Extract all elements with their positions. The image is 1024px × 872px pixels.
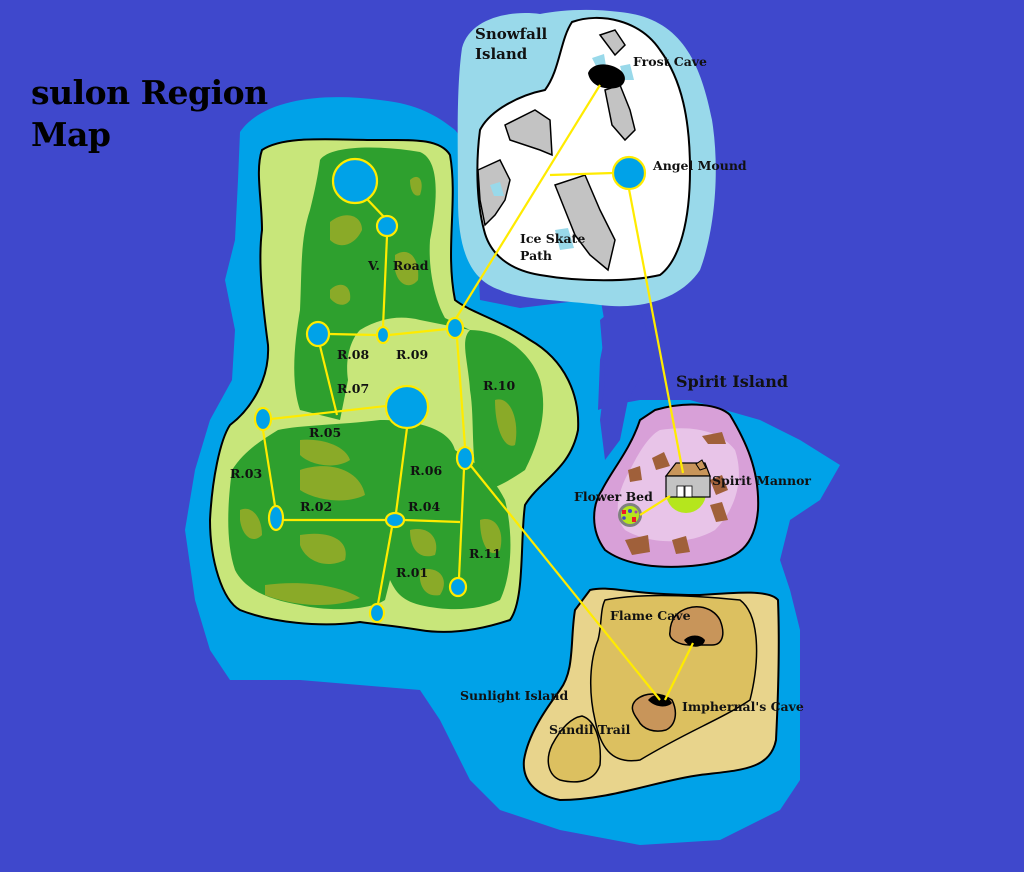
- ice-skate-path-label: Ice Skate Path: [520, 231, 585, 263]
- route-paths: [261, 84, 694, 701]
- snowfall-island: [476, 16, 692, 282]
- flower-blue: [622, 516, 626, 520]
- flower-bed[interactable]: [618, 503, 642, 527]
- node-v-road-top[interactable]: [375, 214, 399, 238]
- ice-skate-line2: Path: [520, 248, 553, 263]
- sunlight-island-label: Sunlight Island: [460, 688, 569, 703]
- flower-red: [632, 517, 636, 522]
- spirit-island-label: Spirit Island: [676, 372, 789, 391]
- spirit-rocks: [625, 432, 728, 555]
- imphernals-cave-label: Imphernal's Cave: [682, 699, 804, 714]
- route-label-r10: R.10: [483, 378, 516, 393]
- flower-purple: [634, 510, 638, 514]
- flower-red: [622, 510, 626, 514]
- node-r05-west[interactable]: [253, 406, 273, 432]
- forest-north: [294, 147, 470, 420]
- mannor-door-right: [684, 485, 693, 498]
- route-label-r08: R.08: [337, 347, 370, 362]
- route-label-r04: R.04: [408, 499, 441, 514]
- node-r02-west[interactable]: [267, 504, 285, 532]
- snowfall-island-label: Snowfall Island: [475, 24, 547, 64]
- flower-bed-grass: [621, 506, 639, 524]
- frost-cave-label: Frost Cave: [633, 54, 708, 69]
- node-r10-south[interactable]: [455, 445, 475, 471]
- map-title-line2: Map: [31, 115, 111, 154]
- ice-skate-line1: Ice Skate: [520, 231, 586, 246]
- node-v-road-bottom[interactable]: [375, 325, 391, 345]
- route-label-r09: R.09: [396, 347, 429, 362]
- sandil-trail-label: Sandil Trail: [549, 722, 631, 737]
- route-label-r07: R.07: [337, 381, 370, 396]
- node-central-lake[interactable]: [384, 384, 430, 430]
- sandil-trail-area: [547, 715, 602, 783]
- flower-bed-label: Flower Bed: [574, 489, 653, 504]
- route-label-r05: R.05: [309, 425, 342, 440]
- snow-ice-patches: [490, 54, 634, 250]
- route-label-r06: R.06: [410, 463, 443, 478]
- route-label-r11: R.11: [469, 546, 502, 561]
- flame-cave-entrance: [684, 635, 705, 647]
- node-angel-mound[interactable]: [611, 155, 647, 191]
- flower-blue: [628, 509, 632, 513]
- snowfall-label-line2: Island: [475, 45, 528, 63]
- mannor-chimney: [695, 459, 707, 471]
- route-label-r03: R.03: [230, 466, 263, 481]
- deep-inlet: [600, 310, 660, 460]
- node-r01-south[interactable]: [368, 602, 386, 624]
- forest-south: [228, 420, 511, 610]
- mannor-door-left: [676, 485, 685, 498]
- node-west-junction[interactable]: [305, 320, 331, 348]
- spirit-mannor-label: Spirit Mannor: [712, 473, 812, 488]
- route-label-r02: R.02: [300, 499, 333, 514]
- snow-mountains: [477, 29, 636, 272]
- spirit-mannor[interactable]: [664, 459, 711, 513]
- node-r04-hub[interactable]: [384, 511, 406, 529]
- angel-mound-label: Angel Mound: [653, 158, 747, 173]
- location-nodes: [253, 155, 647, 624]
- map-title: sulon Region Map: [31, 72, 268, 156]
- v-road-label: V. Road: [368, 258, 429, 273]
- node-east-junction[interactable]: [445, 316, 465, 340]
- map-title-line1: sulon Region: [31, 73, 268, 112]
- route-label-r01: R.01: [396, 565, 429, 580]
- node-north-lake[interactable]: [331, 157, 379, 205]
- snowfall-label-line1: Snowfall: [475, 25, 548, 43]
- frost-cave[interactable]: [588, 64, 625, 89]
- flame-cave-label: Flame Cave: [610, 608, 691, 623]
- node-r11-south[interactable]: [448, 576, 468, 598]
- forest-patches: [240, 176, 517, 606]
